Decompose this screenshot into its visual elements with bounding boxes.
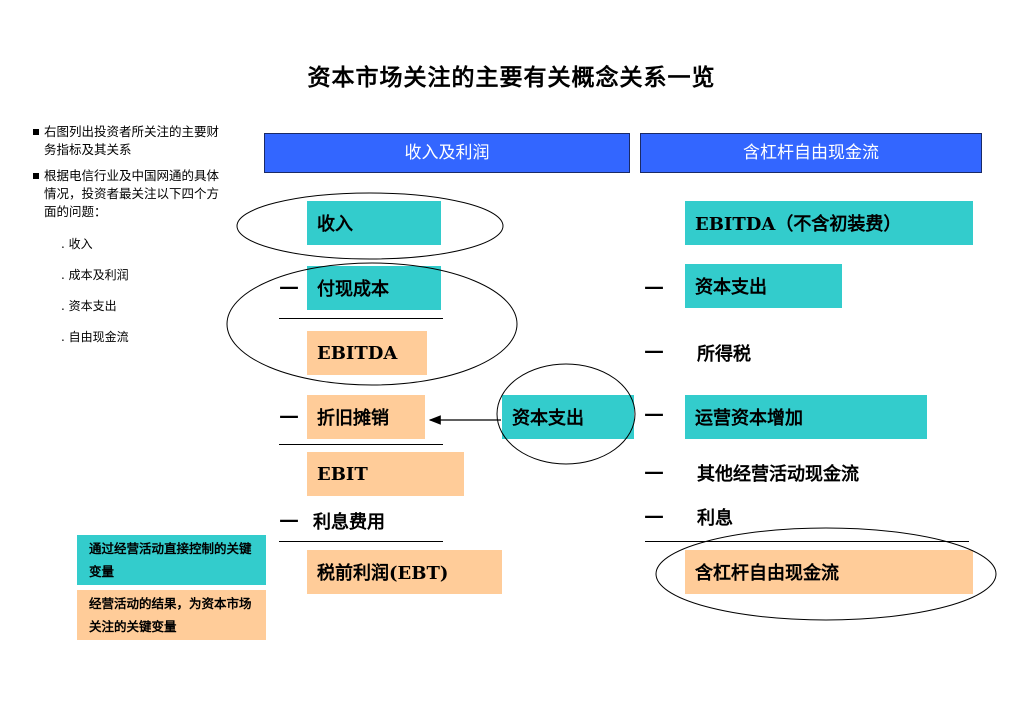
box-ebit: EBIT [307, 452, 464, 496]
label-interest: 利息 [697, 508, 733, 529]
note-item-cost-profit: . 成本及利润 [61, 268, 129, 282]
page-title: 资本市场关注的主要有关概念关系一览 [307, 64, 716, 91]
dash-interest: — [644, 503, 664, 527]
notes-panel: 右图列出投资者所关注的主要财务指标及其关系 根据电信行业及中国网通的具体情况，投… [32, 123, 224, 353]
highlight-ellipse-cost-profit [226, 262, 518, 386]
dash-interest-expense: — [279, 507, 299, 531]
label-interest-expense: 利息费用 [313, 512, 385, 533]
box-ebt: 税前利润(EBT) [307, 550, 502, 594]
box-ebitda: EBITDA [307, 331, 427, 375]
subtotal-line-1 [279, 318, 443, 319]
dash-working-capital: — [644, 401, 664, 425]
note-item-revenue: . 收入 [61, 237, 93, 251]
header-levered-fcf: 含杠杆自由现金流 [640, 133, 982, 173]
box-capex-middle: 资本支出 [502, 395, 634, 439]
header-revenue-profit: 收入及利润 [264, 133, 630, 173]
box-levered-fcf: 含杠杆自由现金流 [685, 550, 973, 594]
note-item-capex: . 资本支出 [61, 299, 117, 313]
note-bullet-1: 右图列出投资者所关注的主要财务指标及其关系 [32, 123, 224, 159]
subtotal-line-2 [279, 444, 443, 445]
box-working-capital: 运营资本增加 [685, 395, 927, 439]
highlight-ellipse-revenue [236, 192, 504, 260]
highlight-ellipse-fcf [655, 527, 997, 621]
label-other-operating-cf: 其他经营活动现金流 [697, 464, 859, 485]
label-income-tax: 所得税 [697, 344, 751, 365]
note-item-fcf: . 自由现金流 [61, 330, 129, 344]
legend-teal: 通过经营活动直接控制的关键变量 [77, 535, 266, 585]
dash-depreciation: — [279, 403, 299, 427]
box-cash-cost: 付现成本 [307, 266, 441, 310]
subtotal-line-3 [279, 541, 443, 542]
note-bullet-2: 根据电信行业及中国网通的具体情况，投资者最关注以下四个方面的问题： [32, 167, 224, 221]
box-ebitda-excl: EBITDA（不含初装费） [685, 201, 973, 245]
subtotal-line-right [645, 541, 969, 542]
dash-other-cf: — [644, 459, 664, 483]
dash-capex: — [644, 274, 664, 298]
box-capex-right: 资本支出 [685, 264, 842, 308]
highlight-ellipse-capex [496, 363, 636, 465]
box-depreciation: 折旧摊销 [307, 395, 425, 439]
legend-peach: 经营活动的结果，为资本市场关注的关键变量 [77, 590, 266, 640]
dash-income-tax: — [644, 338, 664, 362]
box-revenue: 收入 [307, 201, 441, 245]
dash-cash-cost: — [279, 274, 299, 298]
